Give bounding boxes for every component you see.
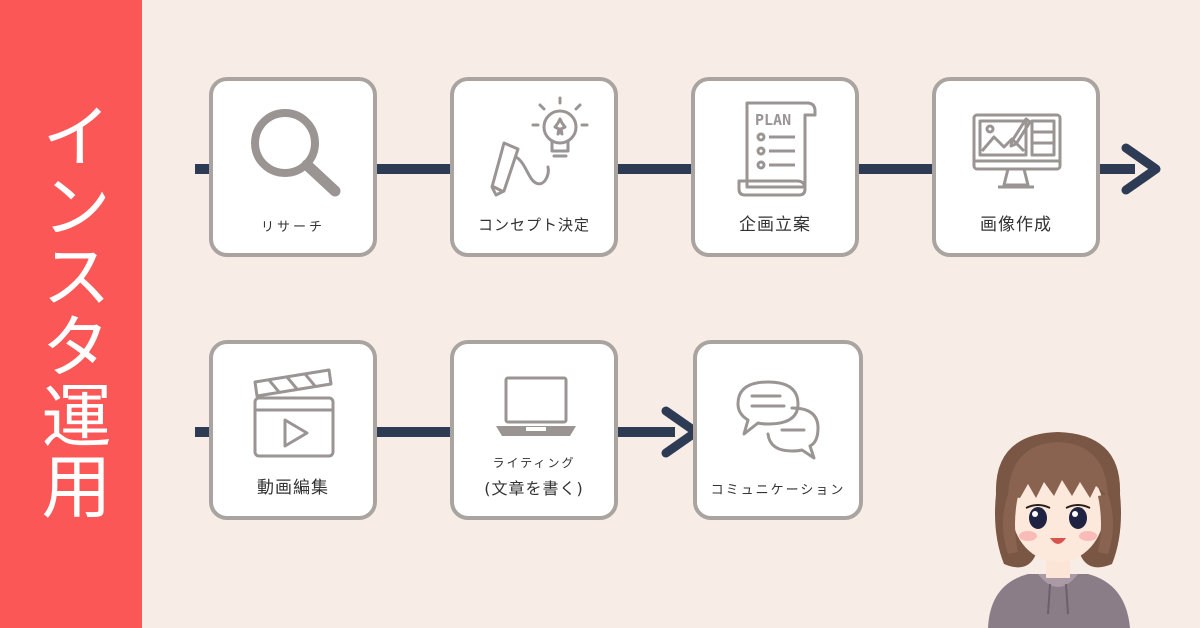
plan-scroll-icon: PLAN: [737, 101, 817, 197]
speech-bubbles-icon: [736, 380, 820, 460]
connector-line: [195, 164, 1135, 174]
step-label-line1: ライティング: [492, 456, 576, 470]
step-planning: PLAN 企画立案: [691, 77, 859, 257]
step-image-creation: 画像作成: [932, 77, 1100, 257]
step-writing: ライティング (文章を書く): [450, 340, 618, 520]
step-label: 画像作成: [980, 215, 1052, 235]
character-illustration: [988, 432, 1130, 628]
step-label: コミュニケーション: [710, 483, 846, 498]
step-label: 動画編集: [257, 478, 329, 498]
sidebar: インスタ運用: [0, 0, 142, 628]
step-video-editing: 動画編集: [209, 340, 377, 520]
magnifier-icon: [251, 109, 341, 197]
step-label: コンセプト決定: [477, 216, 590, 234]
step-label: リサーチ: [260, 220, 325, 235]
plan-scroll-text: PLAN: [755, 111, 791, 129]
connector-line: [195, 427, 675, 437]
step-research: リサーチ: [209, 77, 377, 257]
step-concept: コンセプト決定: [450, 77, 618, 257]
arrow-right-icon: [1121, 143, 1161, 195]
pencil-lightbulb-icon: [490, 96, 589, 197]
step-label: 企画立案: [739, 215, 811, 235]
laptop-icon: [496, 376, 576, 436]
monitor-image-edit-icon: [972, 113, 1062, 189]
clapperboard-icon: [253, 368, 335, 458]
step-label-line2: (文章を書く): [484, 479, 584, 498]
step-communication: コミュニケーション: [693, 340, 863, 520]
step-label: ライティング (文章を書く): [454, 450, 614, 502]
sidebar-title: インスタ運用: [30, 100, 112, 520]
